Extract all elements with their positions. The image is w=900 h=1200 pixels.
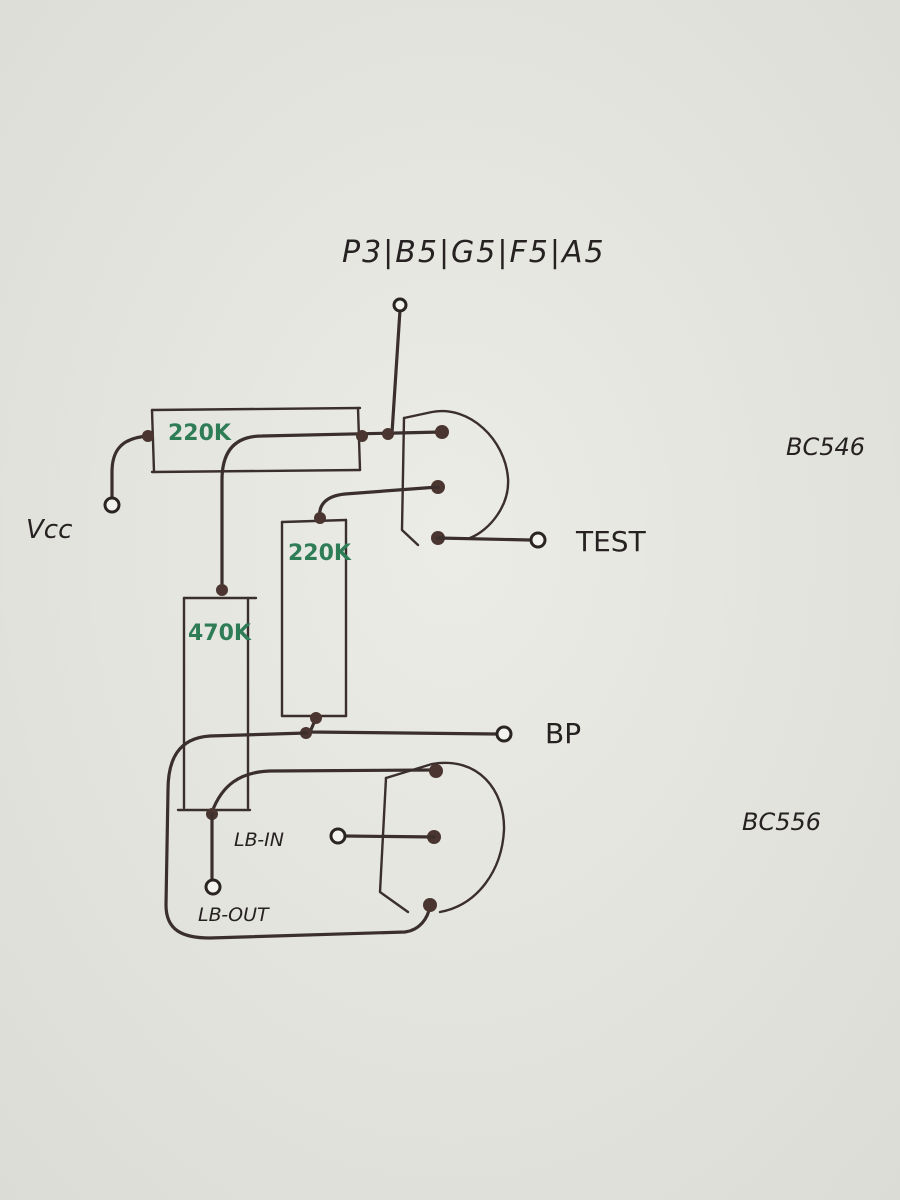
top-terminal-pad[interactable]	[392, 297, 408, 313]
lb-in-terminal-pad[interactable]	[329, 827, 347, 845]
bc556-pin-1[interactable]	[429, 764, 443, 778]
lb-in-connection: LB-IN	[234, 827, 436, 851]
outer-loop-wire	[164, 731, 432, 940]
top-terminal-wire	[390, 297, 408, 435]
bp-terminal-pad[interactable]	[495, 725, 513, 743]
resistor-r1: 220K	[150, 406, 362, 474]
resistor-r1-value: 220K	[168, 421, 232, 446]
transistor-bc556: BC556	[378, 761, 821, 914]
vcc-label: Vcc	[26, 515, 72, 545]
test-connection: TEST	[436, 525, 647, 558]
vcc-connection: Vcc	[26, 430, 154, 545]
transistor-bc546: BC546	[400, 409, 865, 547]
bp-label: BP	[545, 717, 581, 750]
lb-out-label: LB-OUT	[198, 904, 270, 926]
resistor-r3-value: 470K	[188, 621, 252, 646]
r1-wire	[216, 428, 444, 596]
resistor-r2: 220K	[280, 512, 352, 718]
transistor-top-label: BC546	[786, 433, 865, 461]
resistor-r2-value: 220K	[288, 541, 352, 566]
transistor-bottom-label: BC556	[742, 808, 821, 836]
test-terminal-pad[interactable]	[529, 531, 547, 549]
test-label: TEST	[575, 525, 647, 558]
lb-out-connection: LB-OUT	[198, 812, 270, 926]
bp-connection: BP	[300, 712, 581, 750]
bc546-pin-1[interactable]	[435, 425, 449, 439]
lb-in-label: LB-IN	[234, 829, 284, 851]
lb-out-terminal-pad[interactable]	[204, 878, 222, 896]
resistor-r3: 470K	[176, 596, 258, 812]
r3-bottom-wire	[210, 768, 434, 814]
vcc-terminal-pad[interactable]	[103, 496, 121, 514]
pin-label: P3|B5|G5|F5|A5	[342, 235, 606, 270]
bc556-pin-3[interactable]	[423, 898, 437, 912]
